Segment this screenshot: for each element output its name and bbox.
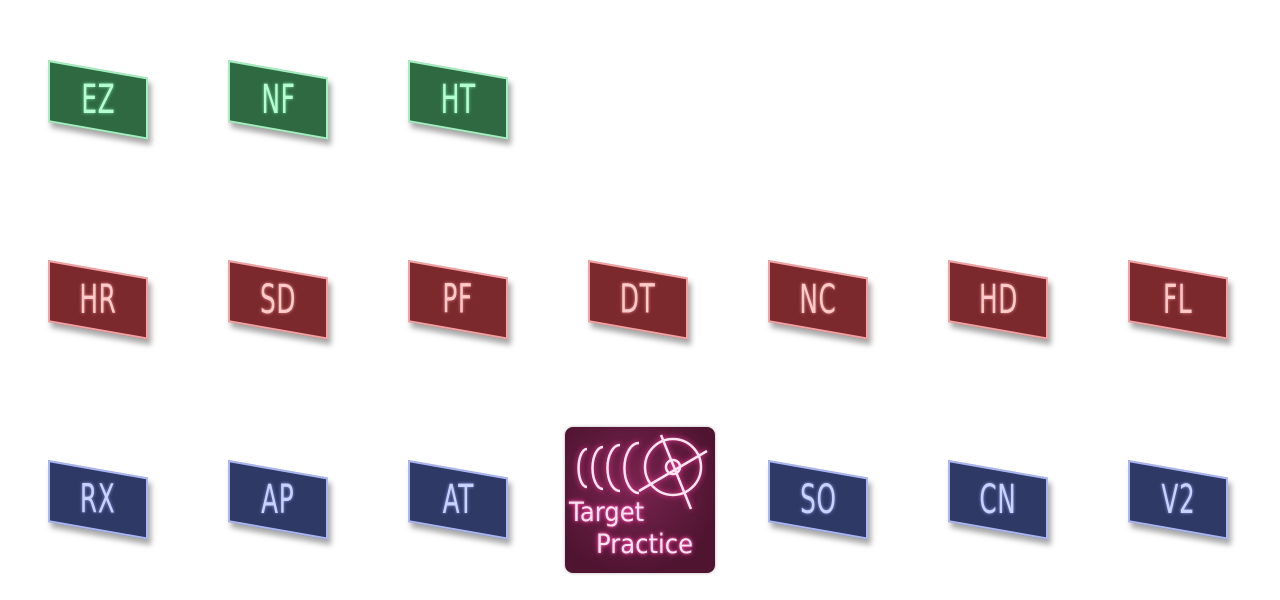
mod-sd[interactable]: SD (228, 260, 328, 340)
mod-label: CN (979, 476, 1017, 523)
mod-label: AT (442, 476, 474, 523)
mod-label: NF (260, 76, 296, 123)
target-practice-label-line1: Target (569, 497, 645, 528)
mod-label: HT (440, 76, 476, 123)
mod-label: V2 (1161, 476, 1195, 523)
mod-ht[interactable]: HT (408, 60, 508, 140)
mod-target-practice[interactable]: Target Practice (565, 427, 715, 573)
mod-so[interactable]: SO (768, 460, 868, 540)
mod-label: RX (80, 476, 116, 523)
mod-dt[interactable]: DT (588, 260, 688, 340)
mod-ez[interactable]: EZ (48, 60, 148, 140)
mod-nf[interactable]: NF (228, 60, 328, 140)
mod-label: DT (620, 276, 656, 323)
mod-label: NC (799, 276, 837, 323)
mod-label: FL (1163, 276, 1193, 323)
mod-rx[interactable]: RX (48, 460, 148, 540)
mod-pf[interactable]: PF (408, 260, 508, 340)
mod-label: HD (978, 276, 1018, 323)
mod-label: SD (259, 276, 297, 323)
mod-fl[interactable]: FL (1128, 260, 1228, 340)
target-icon (577, 434, 708, 510)
mod-hd[interactable]: HD (948, 260, 1048, 340)
mod-label: AP (261, 476, 295, 523)
mod-v2[interactable]: V2 (1128, 460, 1228, 540)
mod-cn[interactable]: CN (948, 460, 1048, 540)
mod-hr[interactable]: HR (48, 260, 148, 340)
mod-label: SO (799, 476, 837, 523)
mod-label: HR (79, 276, 117, 323)
mod-label: EZ (81, 76, 115, 123)
target-practice-label-line2: Practice (596, 529, 694, 560)
mod-at[interactable]: AT (408, 460, 508, 540)
mod-nc[interactable]: NC (768, 260, 868, 340)
mod-ap[interactable]: AP (228, 460, 328, 540)
mod-label: PF (442, 276, 474, 323)
